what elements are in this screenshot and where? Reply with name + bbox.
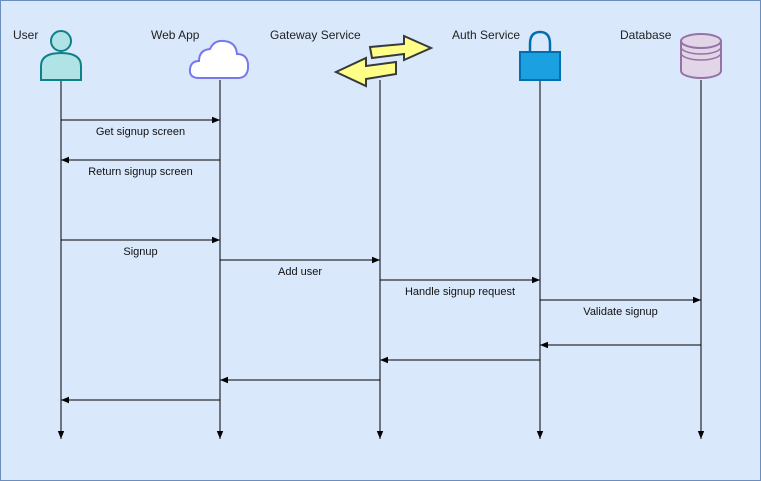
- actor-auth[interactable]: Auth Service: [452, 28, 561, 81]
- message-label: Add user: [278, 266, 322, 278]
- actor-user[interactable]: User: [13, 28, 82, 81]
- actor-label-database: Database: [620, 28, 672, 42]
- actor-webapp[interactable]: Web App: [151, 28, 250, 79]
- message-label: Handle signup request: [405, 286, 515, 298]
- padlock-icon: [519, 30, 561, 81]
- database-cylinder-icon: [680, 33, 722, 79]
- bidirectional-arrows-icon: [333, 34, 434, 88]
- actor-gateway[interactable]: Gateway Service: [270, 28, 434, 88]
- person-icon: [40, 30, 82, 81]
- actor-database[interactable]: Database: [620, 28, 722, 79]
- actor-label-user: User: [13, 28, 38, 42]
- message-label: Return signup screen: [88, 166, 193, 178]
- message-label: Validate signup: [583, 306, 657, 318]
- message-label: Signup: [123, 246, 157, 258]
- actor-label-auth: Auth Service: [452, 28, 520, 42]
- message-label: Get signup screen: [96, 126, 185, 138]
- cloud-icon: [188, 39, 250, 79]
- actor-label-gateway: Gateway Service: [270, 28, 361, 42]
- messages: Get signup screen Return signup screen S…: [61, 116, 701, 404]
- actor-label-webapp: Web App: [151, 28, 200, 42]
